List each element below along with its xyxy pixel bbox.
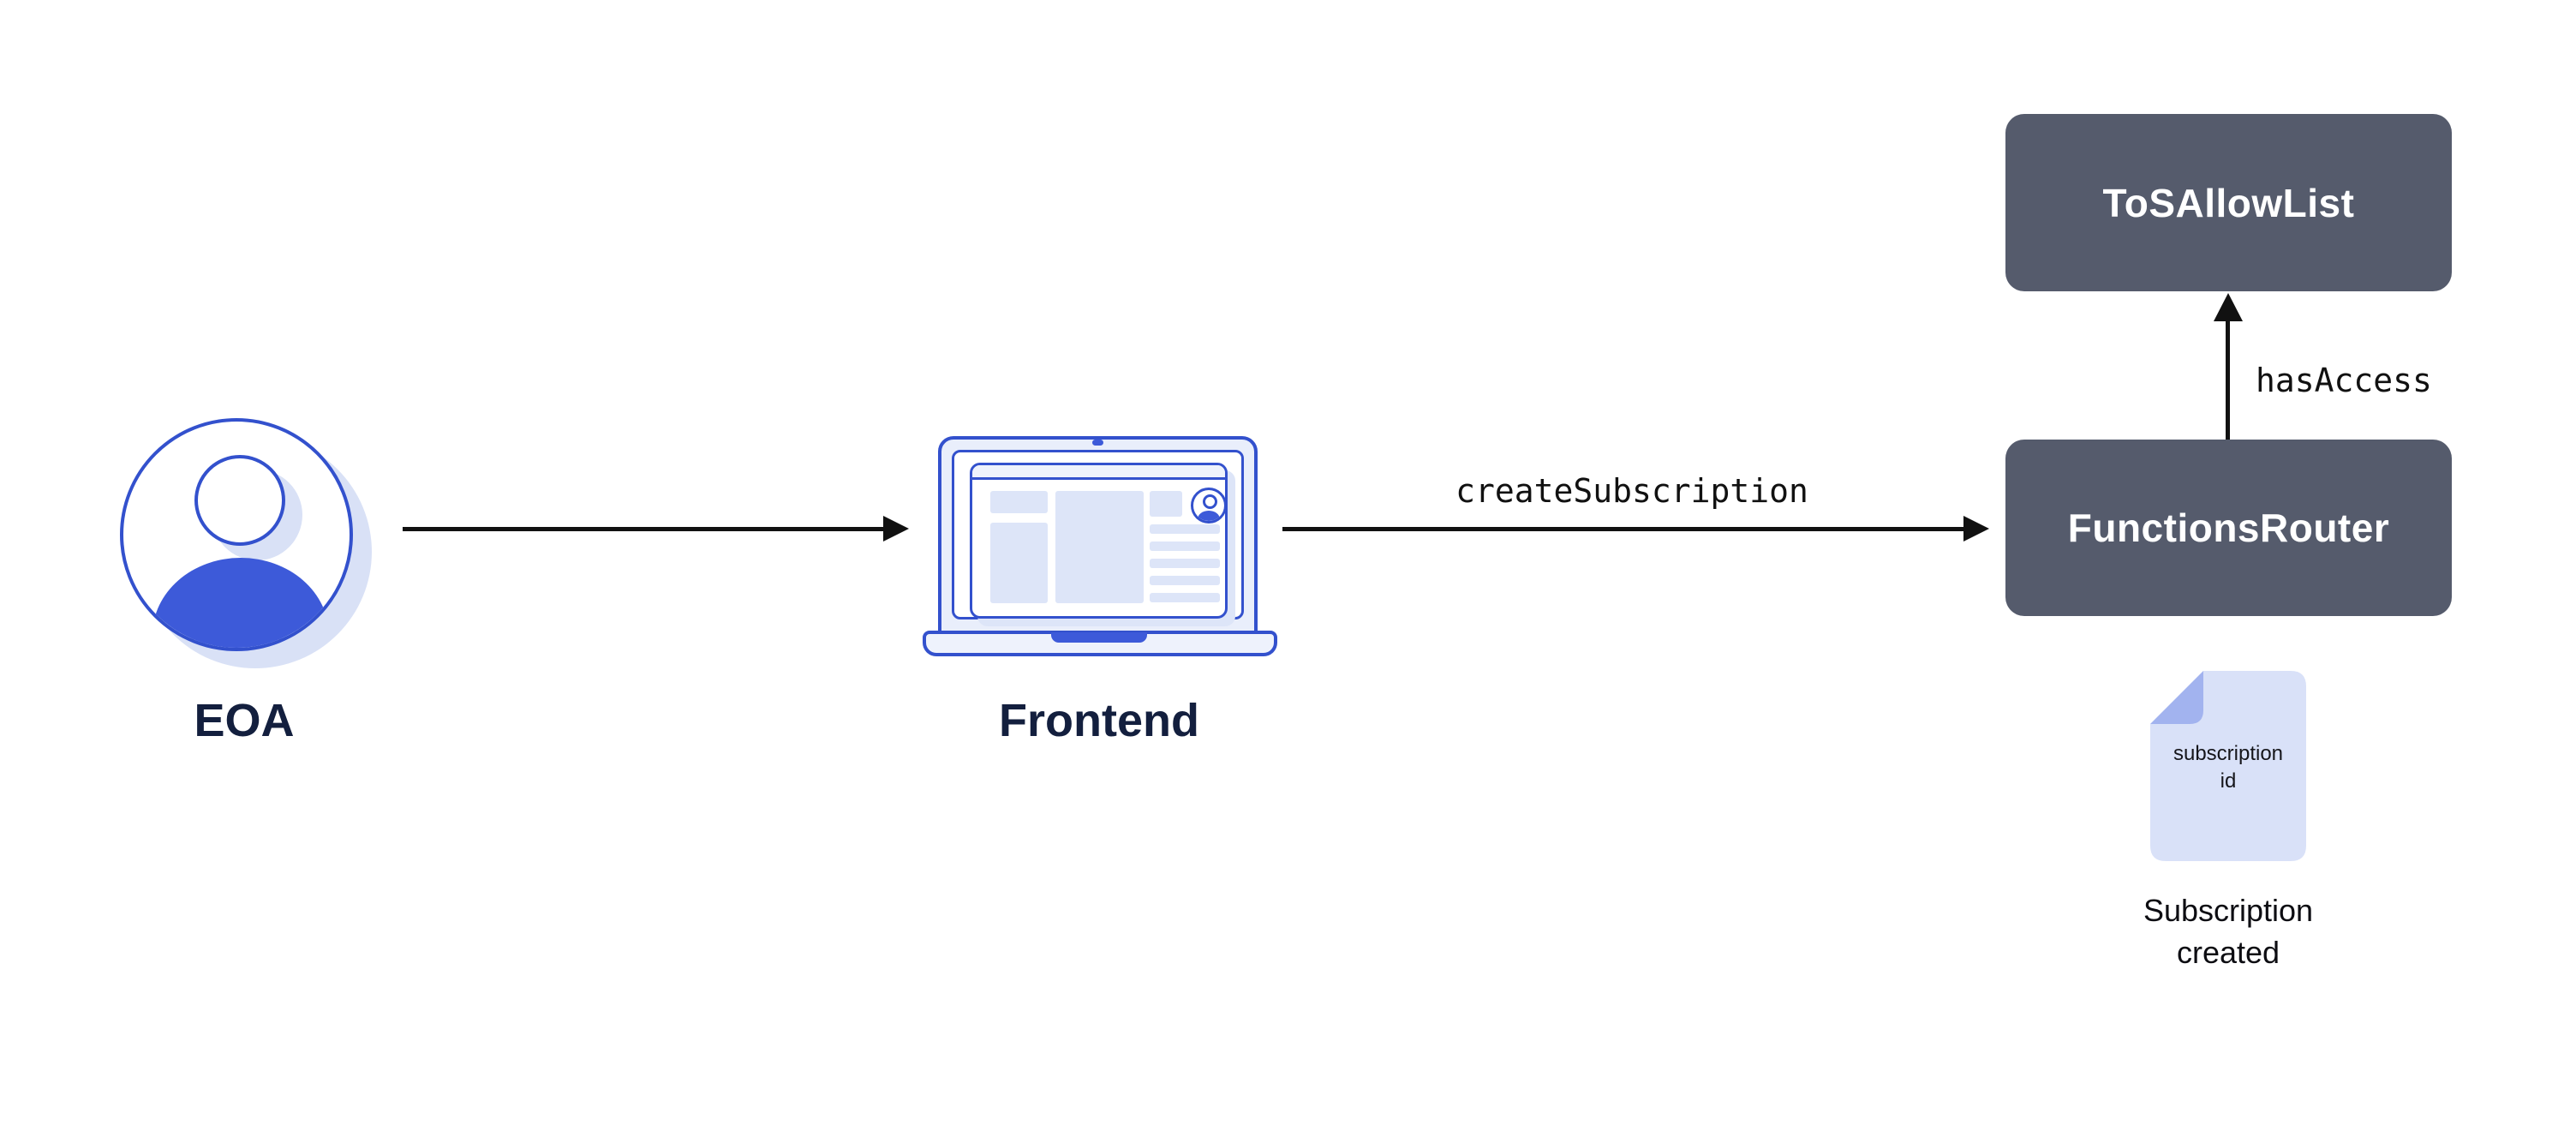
caption-line2: created xyxy=(2176,935,2280,970)
eoa-label: EOA xyxy=(194,695,295,746)
browser-block xyxy=(1055,491,1144,603)
browser-block xyxy=(990,523,1048,603)
arrowhead-router-to-tos xyxy=(2214,293,2243,321)
browser-user-avatar-icon xyxy=(1191,488,1227,524)
browser-block xyxy=(1150,491,1182,517)
create-subscription-label: createSubscription xyxy=(1455,472,1808,510)
tos-allow-list-box: ToSAllowList xyxy=(2005,114,2452,291)
arrow-frontend-to-router xyxy=(1282,527,1963,531)
browser-avatar-head xyxy=(1203,494,1217,509)
has-access-label: hasAccess xyxy=(2256,362,2432,399)
arrow-eoa-to-frontend xyxy=(403,527,883,531)
subscription-created-caption: Subscription created xyxy=(2091,889,2365,973)
avatar-head xyxy=(194,455,285,546)
browser-text-line xyxy=(1150,542,1220,551)
avatar-body xyxy=(152,558,329,648)
browser-text-line xyxy=(1150,559,1220,568)
arrow-router-to-tos xyxy=(2226,319,2230,440)
functions-router-label: FunctionsRouter xyxy=(2067,506,2390,550)
arrowhead-eoa-to-frontend xyxy=(883,516,909,542)
document-text: subscription id xyxy=(2150,740,2306,795)
browser-header-bar xyxy=(972,465,1225,480)
arrowhead-frontend-to-router xyxy=(1963,516,1989,542)
browser-text-line xyxy=(1150,524,1220,534)
document-text-line2: id xyxy=(2220,769,2237,793)
eoa-node xyxy=(120,418,377,675)
document-text-line1: subscription xyxy=(2173,742,2284,765)
document-icon xyxy=(2150,671,2306,861)
browser-block xyxy=(990,491,1048,513)
functions-router-box: FunctionsRouter xyxy=(2005,440,2452,616)
user-avatar-icon xyxy=(120,418,353,651)
laptop-notch xyxy=(1051,632,1147,643)
browser-text-line xyxy=(1150,576,1220,585)
laptop-webcam-dot xyxy=(1092,440,1103,446)
caption-line1: Subscription xyxy=(2143,893,2314,928)
browser-text-line xyxy=(1150,593,1220,602)
tos-allow-list-label: ToSAllowList xyxy=(2102,180,2355,225)
frontend-label: Frontend xyxy=(999,695,1199,746)
browser-avatar-body xyxy=(1198,511,1220,521)
